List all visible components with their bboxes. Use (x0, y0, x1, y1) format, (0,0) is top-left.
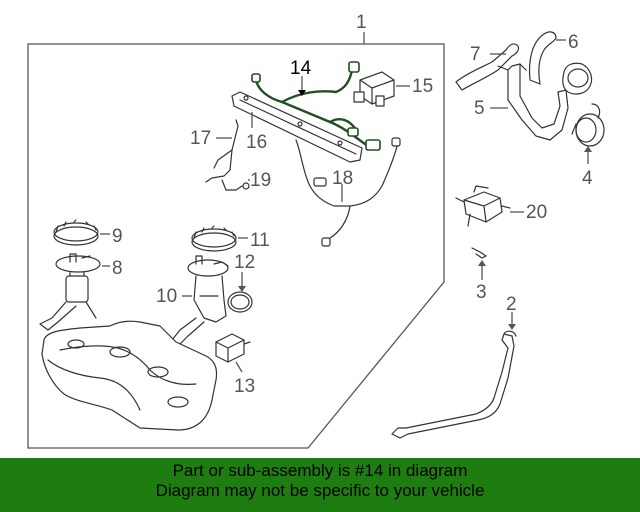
callout-9: 9 (112, 226, 123, 247)
callout-11: 11 (250, 230, 270, 251)
harness-wire-part-18 (295, 137, 401, 247)
callout-3: 3 (476, 282, 487, 303)
callout-17: 17 (190, 128, 211, 149)
callout-6: 6 (568, 32, 579, 53)
callout-10: 10 (156, 286, 177, 307)
fuel-cap-part-4 (571, 103, 605, 147)
fuel-pump-module-part-8 (39, 253, 101, 331)
seal-ring-part-12 (227, 291, 253, 313)
module-part-15 (353, 71, 395, 107)
callout-13: 13 (234, 376, 255, 397)
callout-5: 5 (474, 98, 485, 119)
fuel-tank (41, 320, 218, 431)
callout-19: 19 (250, 170, 271, 191)
callout-18: 18 (332, 168, 353, 189)
filler-pipe-part-5 (497, 63, 569, 141)
fuel-sender-part-10 (171, 255, 229, 347)
callout-1: 1 (356, 12, 367, 33)
bracket-rail-part-16 (231, 91, 363, 163)
assembly-frame (27, 43, 445, 449)
callout-2: 2 (506, 294, 517, 315)
bracket-part-17 (205, 119, 239, 183)
tank-strap-part-2 (391, 330, 517, 439)
callout-7: 7 (470, 44, 481, 65)
clip-part-3 (471, 247, 487, 259)
lock-ring-part-11 (191, 225, 237, 252)
callout-20: 20 (526, 202, 547, 223)
filler-neck-housing (562, 62, 593, 95)
callout-15: 15 (412, 76, 433, 97)
info-banner: Part or sub-assembly is #14 in diagram D… (0, 458, 640, 512)
regulator-part-13 (215, 333, 251, 363)
breather-hose-part-6 (528, 31, 557, 85)
callout-12: 12 (234, 252, 255, 273)
evap-valve-part-20 (455, 185, 511, 227)
callout-16: 16 (246, 132, 267, 153)
vent-hose-part-7 (455, 43, 520, 91)
hose-part-19 (221, 179, 250, 191)
parts-diagram: 1 16 14 15 17 19 (27, 12, 605, 449)
lock-ring-part-9 (53, 219, 99, 246)
wiring-harness-part-14 (251, 61, 381, 151)
callout-14: 14 (290, 58, 312, 79)
callout-8: 8 (112, 258, 123, 279)
banner-line-2: Diagram may not be specific to your vehi… (155, 481, 485, 500)
banner-line-1: Part or sub-assembly is #14 in diagram (172, 461, 468, 480)
callout-4: 4 (582, 168, 593, 189)
